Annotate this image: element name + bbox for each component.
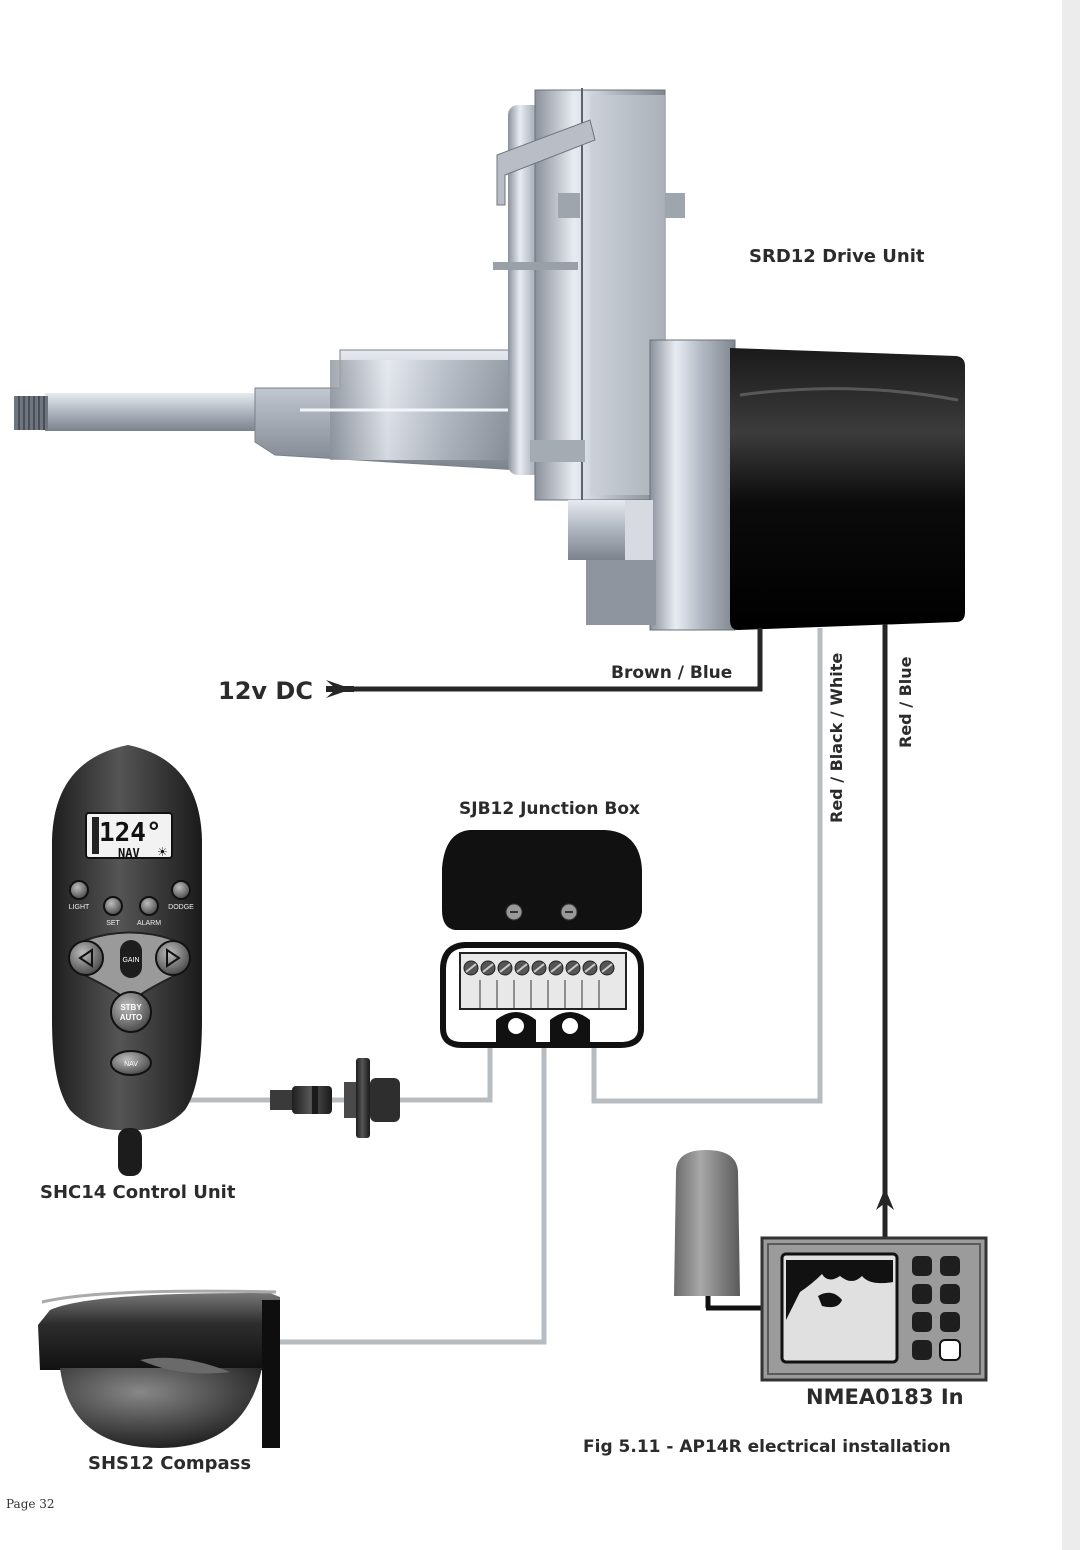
drive-feedback-cable bbox=[591, 628, 823, 1104]
gps-antenna bbox=[674, 1150, 765, 1311]
rb-wire-label: Red / Blue bbox=[896, 656, 915, 748]
control-unit-label: SHC14 Control Unit bbox=[40, 1182, 236, 1203]
drive-unit bbox=[14, 88, 965, 631]
power-wire-label: Brown / Blue bbox=[611, 663, 732, 683]
auto-label: AUTO bbox=[120, 1013, 143, 1022]
nmea-cable bbox=[876, 624, 894, 1240]
stby-label: STBY bbox=[120, 1003, 142, 1012]
compass-cable bbox=[280, 1010, 547, 1345]
light-button[interactable] bbox=[69, 880, 89, 900]
page-number: Page 32 bbox=[6, 1497, 55, 1511]
lamp-icon: ☀ bbox=[157, 845, 168, 859]
junction-box-label: SJB12 Junction Box bbox=[459, 799, 640, 819]
lcd-heading: 124° bbox=[99, 818, 162, 848]
dodge-button-label: DODGE bbox=[168, 904, 194, 911]
nav-button-label: NAV bbox=[124, 1061, 138, 1068]
control-unit: 124° NAV ☀ LIGHT SET ALARM DODGE GAIN ST… bbox=[52, 745, 202, 1176]
power-cable bbox=[326, 628, 763, 698]
right-arrow-icon bbox=[166, 948, 181, 968]
alarm-button[interactable] bbox=[139, 896, 159, 916]
stby-auto-button[interactable] bbox=[110, 991, 152, 1033]
set-button[interactable] bbox=[103, 896, 123, 916]
gain-button-label: GAIN bbox=[122, 957, 139, 964]
dodge-button[interactable] bbox=[171, 880, 191, 900]
lcd-display bbox=[85, 812, 173, 859]
alarm-button-label: ALARM bbox=[137, 920, 161, 927]
rbw-wire-label: Red / Black / White bbox=[827, 653, 846, 823]
nav-button[interactable] bbox=[110, 1050, 152, 1076]
light-button-label: LIGHT bbox=[69, 904, 90, 911]
compass-label: SHS12 Compass bbox=[88, 1453, 251, 1474]
left-arrow-button[interactable] bbox=[68, 940, 104, 976]
figure-caption: Fig 5.11 - AP14R electrical installation bbox=[583, 1437, 951, 1457]
nmea-label: NMEA0183 In bbox=[806, 1385, 964, 1409]
drive-unit-label: SRD12 Drive Unit bbox=[749, 246, 925, 267]
page-edge-strip bbox=[1062, 0, 1080, 1550]
cable-connector bbox=[270, 1058, 400, 1138]
lcd-mode: NAV bbox=[118, 846, 140, 860]
left-arrow-icon bbox=[78, 948, 93, 968]
set-button-label: SET bbox=[106, 920, 120, 927]
gain-button[interactable] bbox=[120, 940, 142, 978]
compass bbox=[38, 1289, 280, 1448]
junction-box bbox=[440, 830, 644, 1048]
right-arrow-button[interactable] bbox=[155, 940, 191, 976]
power-input-label: 12v DC bbox=[218, 677, 313, 705]
nmea-device bbox=[760, 1236, 988, 1382]
